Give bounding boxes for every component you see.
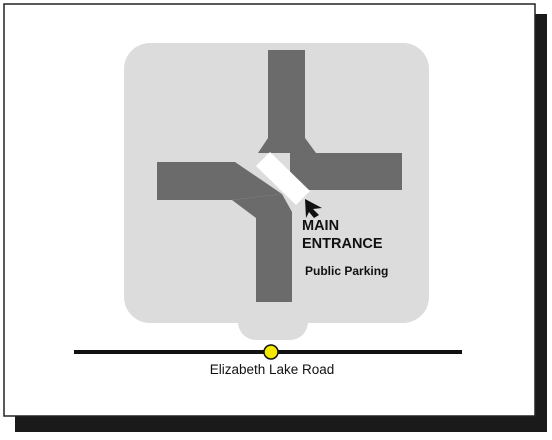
building-east-arm [290, 150, 402, 190]
road-name-label: Elizabeth Lake Road [210, 362, 335, 377]
building-north-arm [258, 50, 316, 153]
building-west-arm [157, 162, 282, 200]
arrow-pointer-icon [305, 199, 322, 218]
main-entrance-hallway [256, 152, 310, 205]
circle-marker-icon [263, 344, 279, 360]
main-entrance-label-line2: ENTRANCE [302, 236, 383, 252]
building-south-arm [232, 194, 292, 302]
public-parking-label: Public Parking [305, 264, 388, 278]
main-entrance-label-line1: MAIN [302, 218, 339, 234]
